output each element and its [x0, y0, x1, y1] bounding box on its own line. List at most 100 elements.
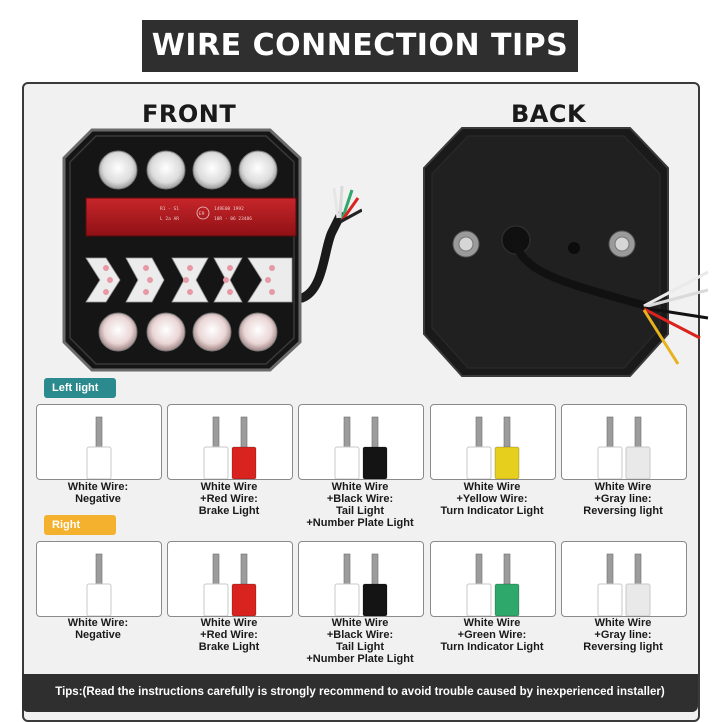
wire-illustration — [466, 416, 520, 479]
copper-core — [371, 553, 379, 587]
right-wire-caption-5: White Wire+Gray line:Reversing light — [557, 617, 689, 653]
caption-line: Tail Light — [335, 641, 385, 653]
caption-line: White Wire — [463, 481, 521, 493]
wire-insulation — [231, 583, 257, 616]
right-wire-card-4 — [430, 541, 556, 617]
top-led-row — [98, 150, 278, 190]
mounting-bolt-left — [452, 230, 480, 258]
wire-white — [332, 187, 340, 219]
caption-line: +Gray line: — [594, 493, 652, 505]
caption-line: White Wire — [200, 481, 258, 493]
wire-illustration — [334, 553, 388, 616]
right-wire-caption-1: White Wire:Negative — [32, 617, 164, 641]
right-lamp-label: Right lamp — [44, 515, 116, 551]
copper-core — [503, 416, 511, 450]
caption-line: +Gray line: — [594, 629, 652, 641]
right-wire-caption-3: White Wire+Black Wire:Tail Light+Number … — [294, 617, 426, 665]
left-wire-card-1 — [36, 404, 162, 480]
copper-core — [606, 416, 614, 450]
left-wire-card-4 — [430, 404, 556, 480]
reflector-text-1: R1 - S1 — [160, 206, 179, 212]
reflector-text-2: L 2a AR — [160, 216, 179, 222]
caption-line: Tail Light — [335, 505, 385, 517]
caption-line: White Wire — [200, 617, 258, 629]
caption-line: Brake Light — [198, 505, 260, 517]
copper-core — [343, 553, 351, 587]
front-lamp-image: R1 - S1 L 2a AR 149E00 1992 10R - 06 234… — [62, 128, 362, 372]
left-wire-card-5 — [561, 404, 687, 480]
page-title: WIRE CONNECTION TIPS — [142, 20, 578, 72]
wire-insulation — [203, 583, 229, 616]
wire-insulation — [597, 446, 623, 479]
caption-line: Turn Indicator Light — [440, 505, 544, 517]
title-bar: WIRE CONNECTION TIPS — [0, 0, 720, 80]
right-wire-caption-4: White Wire+Green Wire:Turn Indicator Lig… — [426, 617, 558, 653]
caption-line: +Yellow Wire: — [456, 493, 528, 505]
left-wire-caption-2: White Wire+Red Wire:Brake Light — [163, 481, 295, 517]
caption-line: Brake Light — [198, 641, 260, 653]
caption-line: +Green Wire: — [457, 629, 527, 641]
right-wire-card-5 — [561, 541, 687, 617]
reflector-text-4: 10R - 06 23486 — [214, 216, 252, 222]
copper-core — [475, 416, 483, 450]
caption-line: Reversing light — [583, 505, 663, 517]
approval-mark: E9 — [199, 211, 205, 217]
reflector-text-3: 149E00 1992 — [214, 206, 244, 212]
copper-core — [343, 416, 351, 450]
caption-line: +Red Wire: — [200, 493, 258, 505]
wire-illustration — [86, 416, 112, 479]
left-wire-caption-4: White Wire+Yellow Wire:Turn Indicator Li… — [426, 481, 558, 517]
wire-insulation — [597, 583, 623, 616]
wire-insulation — [86, 583, 112, 616]
copper-core — [240, 553, 248, 587]
copper-core — [212, 416, 220, 450]
right-wire-card-3 — [298, 541, 424, 617]
caption-line: Turn Indicator Light — [440, 641, 544, 653]
wire-insulation — [203, 446, 229, 479]
wire-insulation — [86, 446, 112, 479]
wire-insulation — [625, 446, 651, 479]
right-wire-card-1 — [36, 541, 162, 617]
caption-line: +Black Wire: — [326, 493, 394, 505]
wire-insulation — [625, 583, 651, 616]
caption-line: +Black Wire: — [326, 629, 394, 641]
copper-core — [212, 553, 220, 587]
back-label: BACK — [511, 100, 587, 128]
wire-illustration — [86, 553, 112, 616]
copper-core — [240, 416, 248, 450]
caption-line: Negative — [75, 493, 121, 505]
wire-illustration — [203, 416, 257, 479]
caption-line: White Wire — [331, 617, 389, 629]
caption-line: White Wire — [463, 617, 521, 629]
caption-line: Reversing light — [583, 641, 663, 653]
copper-core — [634, 553, 642, 587]
wire-insulation — [362, 583, 388, 616]
back-lamp-image — [423, 127, 709, 377]
tips-footer: Tips:(Read the instructions carefully is… — [22, 674, 698, 712]
wire-insulation — [362, 446, 388, 479]
wire-insulation — [231, 446, 257, 479]
copper-core — [634, 416, 642, 450]
caption-line: Negative — [75, 629, 121, 641]
wire-illustration — [334, 416, 388, 479]
right-wire-card-2 — [167, 541, 293, 617]
caption-line: +Red Wire: — [200, 629, 258, 641]
left-wire-caption-3: White Wire+Black Wire:Tail Light+Number … — [294, 481, 426, 529]
wire-insulation — [494, 583, 520, 616]
left-wire-caption-1: White Wire:Negative — [32, 481, 164, 505]
bottom-led-row — [98, 312, 278, 352]
left-wire-caption-5: White Wire+Gray line:Reversing light — [557, 481, 689, 517]
copper-core — [606, 553, 614, 587]
wire-illustration — [203, 553, 257, 616]
caption-line: White Wire — [331, 481, 389, 493]
caption-line: White Wire — [594, 617, 652, 629]
copper-core — [95, 553, 103, 587]
left-wire-card-3 — [298, 404, 424, 480]
copper-core — [503, 553, 511, 587]
wire-insulation — [334, 583, 360, 616]
wire-insulation — [466, 446, 492, 479]
wire-insulation — [466, 583, 492, 616]
mounting-bolt-right — [608, 230, 636, 258]
caption-line: +Number Plate Light — [306, 653, 414, 665]
caption-line: White Wire: — [67, 481, 129, 493]
